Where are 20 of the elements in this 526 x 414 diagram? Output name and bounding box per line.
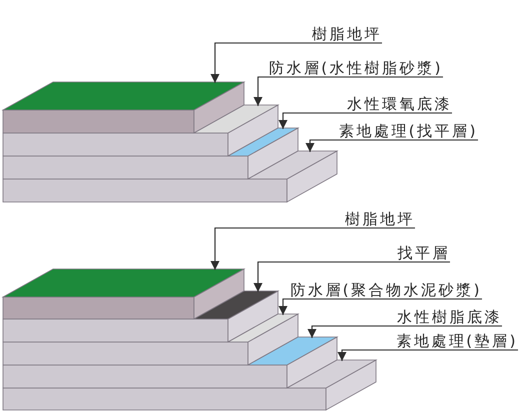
layer-label: 水性環氧底漆 — [347, 96, 452, 113]
leader-line — [278, 112, 452, 129]
leader-line — [338, 349, 518, 361]
leader-line — [306, 139, 478, 152]
leader-line — [210, 227, 415, 270]
leader-line — [254, 76, 443, 106]
layer-label: 找平層 — [398, 245, 450, 262]
layer-label: 素地處理(墊層) — [396, 333, 518, 350]
leader-line — [278, 298, 482, 315]
layer-label: 防水層(水性樹脂砂漿) — [268, 60, 443, 77]
leader-line — [254, 261, 450, 292]
layer-label: 樹脂地坪 — [345, 211, 415, 228]
leader-line — [308, 325, 502, 338]
layer-surface — [3, 269, 244, 297]
layer-label: 素地處理(找平層) — [338, 123, 478, 140]
layer-label: 樹脂地坪 — [312, 26, 382, 43]
layer-label: 防水層(聚合物水泥砂漿) — [290, 282, 482, 299]
leader-line — [210, 42, 382, 83]
layer-label: 水性樹脂底漆 — [397, 309, 502, 326]
layer-surface — [3, 82, 244, 110]
